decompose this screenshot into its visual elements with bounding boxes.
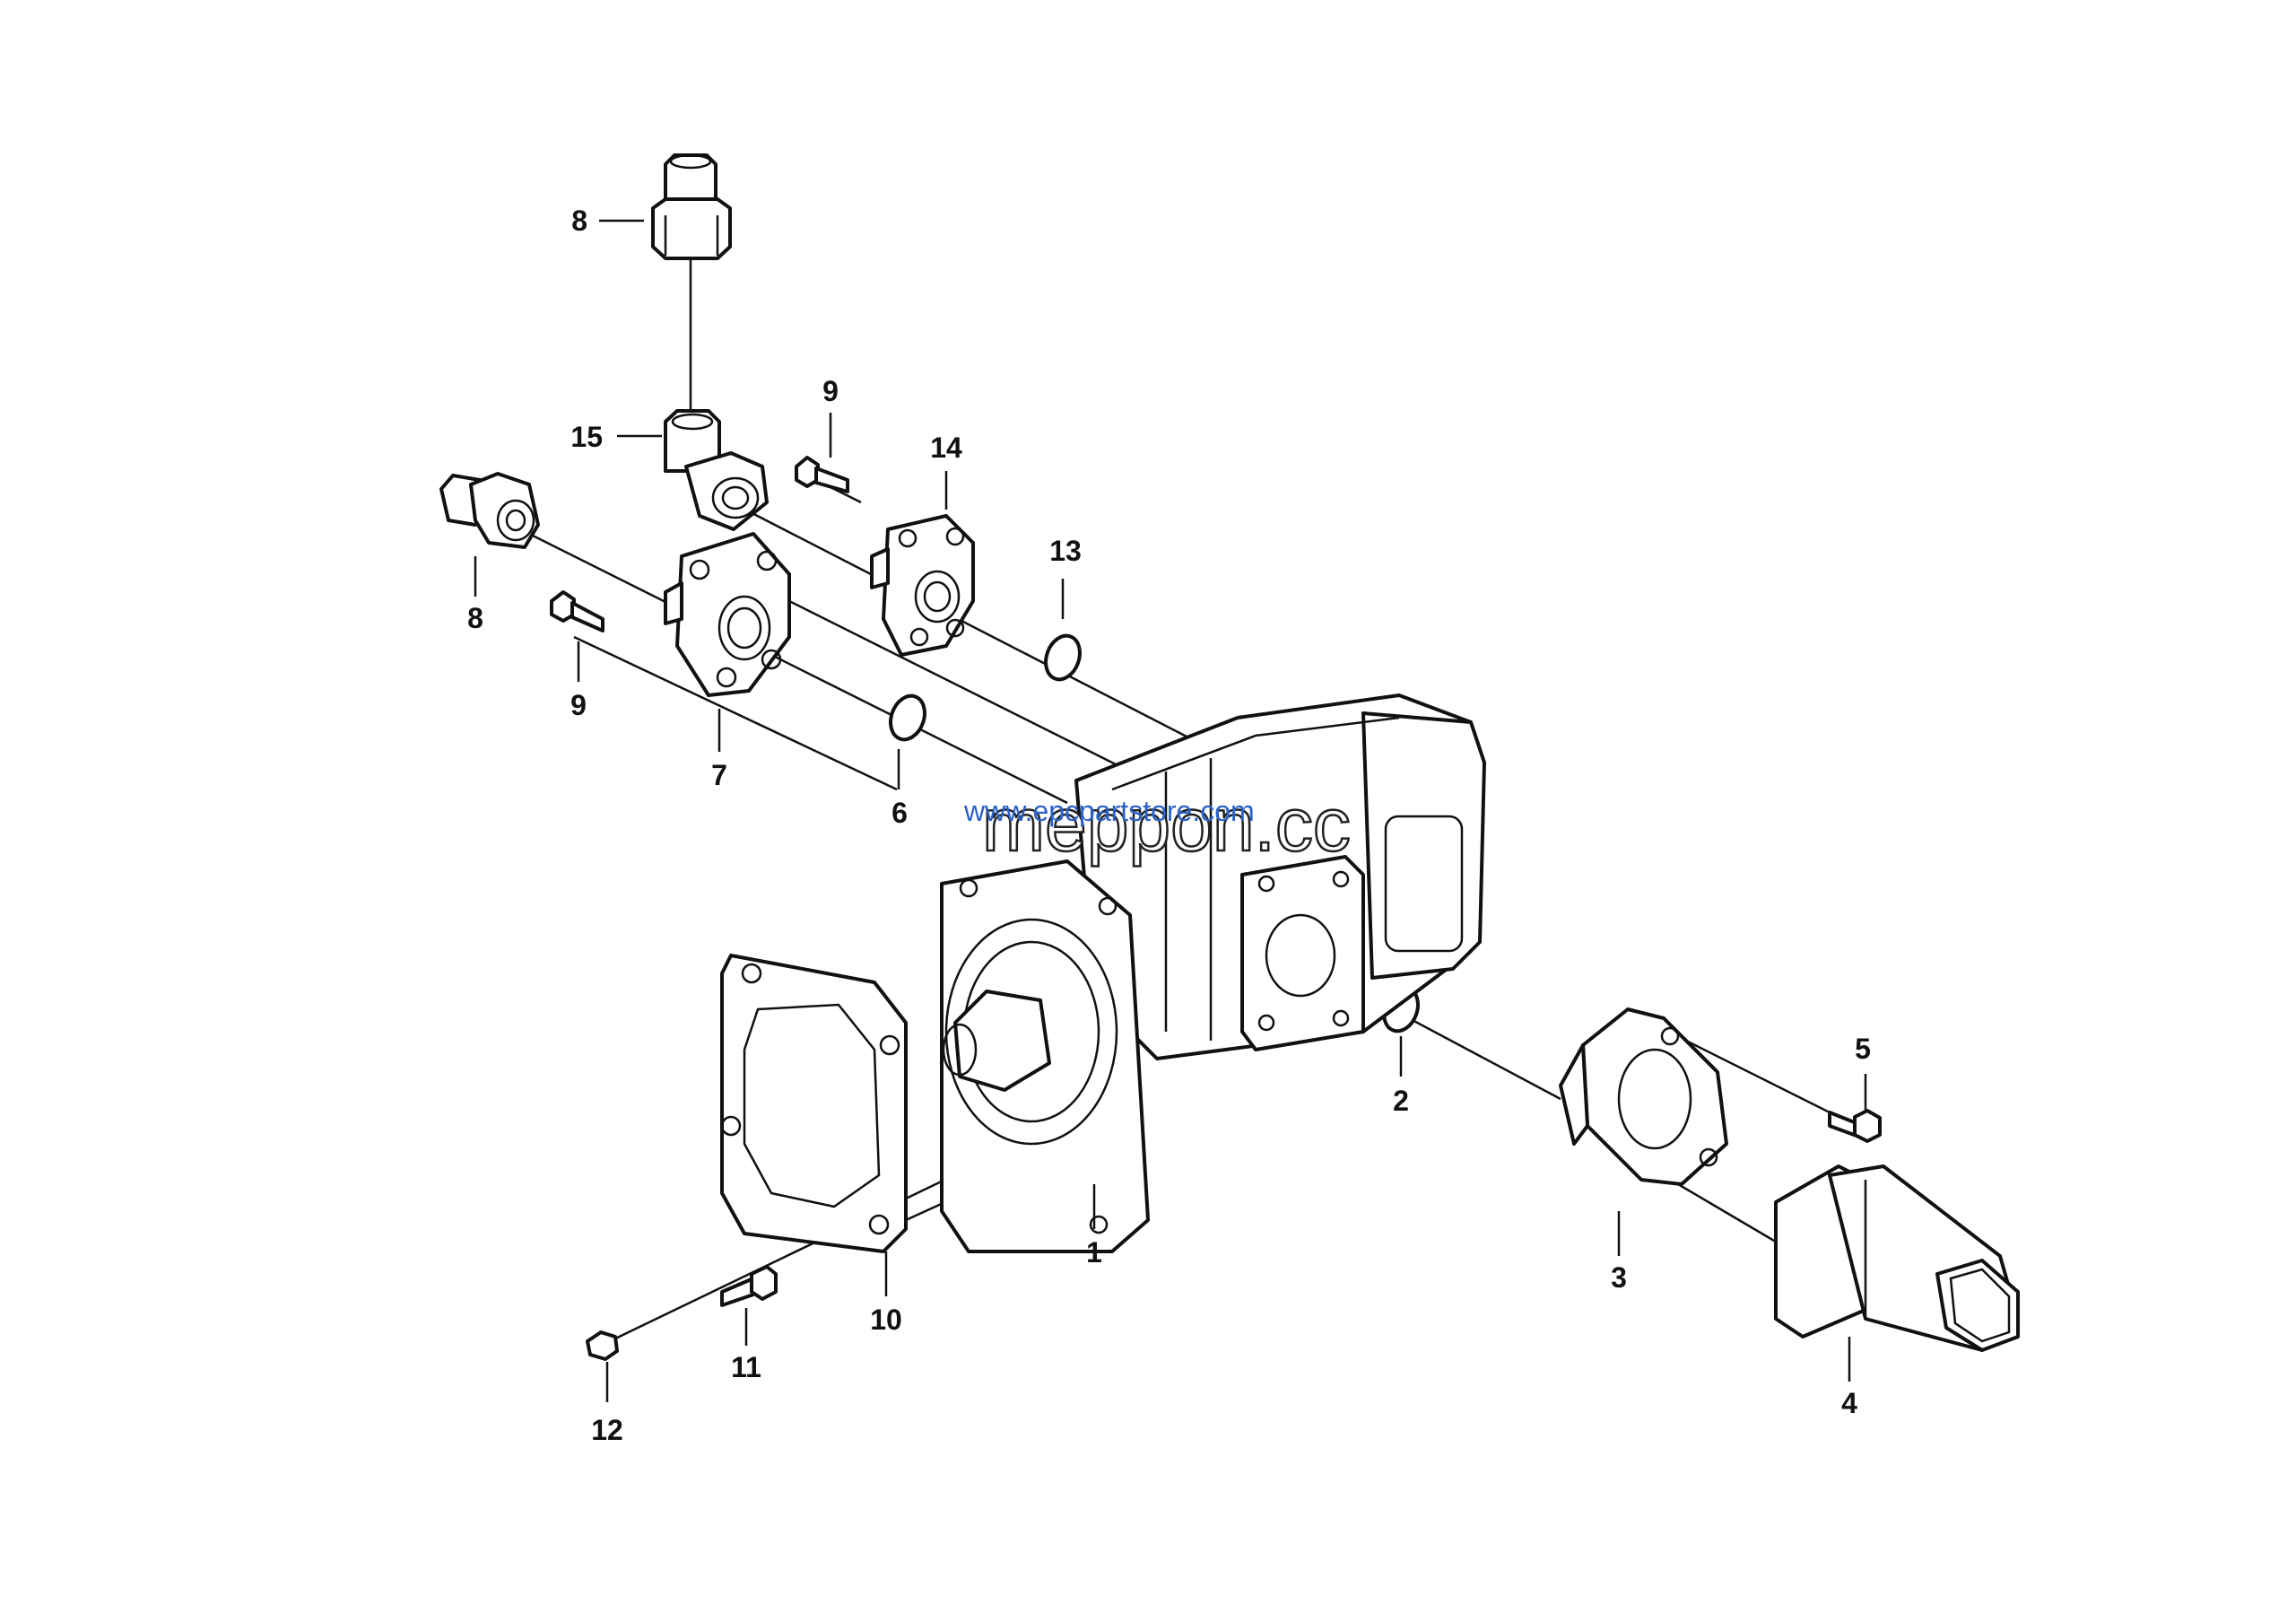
part-15-elbow-fitting <box>664 409 769 531</box>
callout-1: 1 <box>1086 1236 1102 1269</box>
callout-12: 12 <box>591 1414 623 1446</box>
callout-3: 3 <box>1611 1261 1627 1294</box>
part-14-flange <box>870 514 975 657</box>
watermark-site: www.epcpartstore.com <box>963 795 1255 827</box>
part-11-bolt <box>720 1265 778 1307</box>
part-10-gasket <box>720 954 908 1253</box>
callout-15: 15 <box>570 421 603 453</box>
part-6-o-ring <box>889 693 926 742</box>
part-9-bolt-lower <box>550 590 604 632</box>
watermark: meppon.cc www.epcpartstore.com <box>963 781 1352 868</box>
callout-10: 10 <box>870 1304 902 1336</box>
callout-4: 4 <box>1841 1387 1857 1419</box>
callout-14: 14 <box>930 432 962 464</box>
part-1-pump-body <box>940 693 1486 1253</box>
callout-11: 11 <box>731 1351 761 1383</box>
callout-8-top: 8 <box>571 205 587 237</box>
part-8-left-fitting <box>439 472 540 549</box>
callout-labels: 8 15 9 14 13 8 9 7 6 2 5 1 3 10 11 12 4 <box>467 205 1871 1446</box>
callout-13: 13 <box>1049 535 1082 567</box>
callout-6: 6 <box>891 797 908 829</box>
callout-5: 5 <box>1855 1033 1871 1065</box>
callout-7: 7 <box>711 759 727 791</box>
callout-9-left: 9 <box>570 689 587 721</box>
part-13-o-ring <box>1044 633 1082 682</box>
part-12-nut <box>586 1330 619 1361</box>
part-5-bolt <box>1828 1109 1882 1143</box>
part-8-top-fitting <box>651 153 732 260</box>
part-9-bolt-upper <box>795 456 849 493</box>
part-3-split-flange <box>1559 1007 1728 1186</box>
callout-8-left: 8 <box>467 602 483 634</box>
watermark-brand: meppon.cc <box>982 782 1351 867</box>
callout-2: 2 <box>1393 1085 1409 1117</box>
callout-9-top: 9 <box>822 375 839 407</box>
part-4-fitting <box>1774 1164 2020 1352</box>
leader-lines <box>474 219 1867 1402</box>
part-7-flange <box>664 532 791 697</box>
